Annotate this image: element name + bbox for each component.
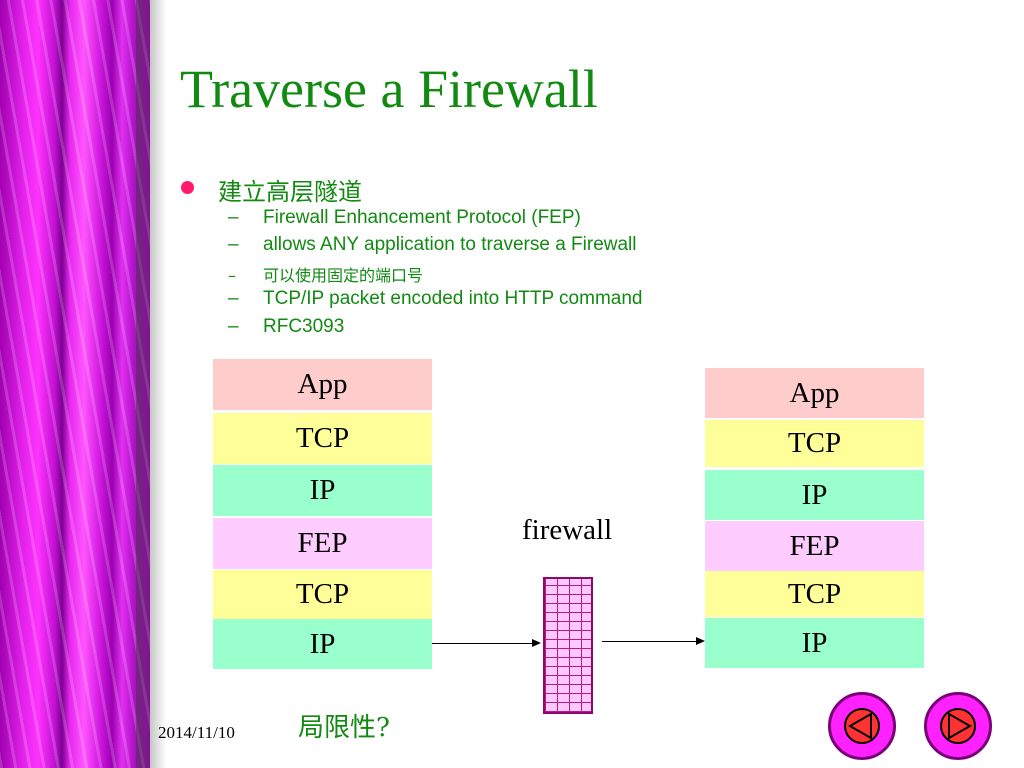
right-protocol-stack: App TCP IP FEP TCP IP <box>705 368 924 668</box>
dash-marker: – <box>228 288 239 309</box>
layer-ip: IP <box>213 465 432 516</box>
layer-tcp: TCP <box>213 570 432 619</box>
subitem-rfc: – RFC3093 <box>228 316 344 338</box>
layer-fep: FEP <box>705 521 924 571</box>
layer-app: App <box>213 359 432 410</box>
subitem-tcpip-http: – TCP/IP packet encoded into HTTP command <box>228 288 642 310</box>
arrow-to-firewall <box>432 643 532 644</box>
previous-slide-button[interactable] <box>828 692 896 760</box>
subitem-fep: – Firewall Enhancement Protocol (FEP) <box>228 207 581 229</box>
layer-fep: FEP <box>213 518 432 569</box>
layer-tcp: TCP <box>705 420 924 467</box>
dash-marker: – <box>228 316 239 337</box>
arrow-head-icon <box>696 637 705 645</box>
dash-marker: – <box>228 207 239 228</box>
layer-tcp: TCP <box>213 413 432 464</box>
next-slide-button[interactable] <box>924 692 992 760</box>
triangle-right-icon <box>948 712 973 740</box>
subitem-fixed-port: – 可以使用固定的端口号 <box>228 262 423 286</box>
firewall-brick-wall-icon <box>543 577 593 714</box>
left-protocol-stack: App TCP IP FEP TCP IP <box>213 359 432 669</box>
slide-date: 2014/11/10 <box>158 723 235 742</box>
firewall-label: firewall <box>522 514 613 546</box>
bullet-dot-icon <box>181 181 194 194</box>
layer-app: App <box>705 368 924 418</box>
triangle-left-icon <box>847 712 872 740</box>
layer-ip: IP <box>705 618 924 668</box>
dash-marker: – <box>228 234 239 255</box>
subitem-text: RFC3093 <box>263 316 345 337</box>
side-band-shadow <box>136 0 166 768</box>
arrow-head-icon <box>532 639 541 647</box>
slide-title: Traverse a Firewall <box>180 59 598 119</box>
layer-tcp: TCP <box>705 571 924 617</box>
subitem-text: TCP/IP packet encoded into HTTP command <box>263 288 643 309</box>
subitem-any-application: – allows ANY application to traverse a Fi… <box>228 234 637 256</box>
subitem-text: 可以使用固定的端口号 <box>263 266 424 285</box>
layer-ip: IP <box>213 619 432 669</box>
arrow-from-firewall <box>602 641 696 642</box>
subitem-text: Firewall Enhancement Protocol (FEP) <box>263 207 581 228</box>
limitation-question: 局限性? <box>298 713 390 743</box>
main-bullet: 建立高层隧道 <box>218 178 362 206</box>
layer-ip: IP <box>705 470 924 520</box>
subitem-text: allows ANY application to traverse a Fir… <box>263 234 637 255</box>
decorative-side-band <box>0 0 150 768</box>
dash-marker: – <box>228 266 236 285</box>
